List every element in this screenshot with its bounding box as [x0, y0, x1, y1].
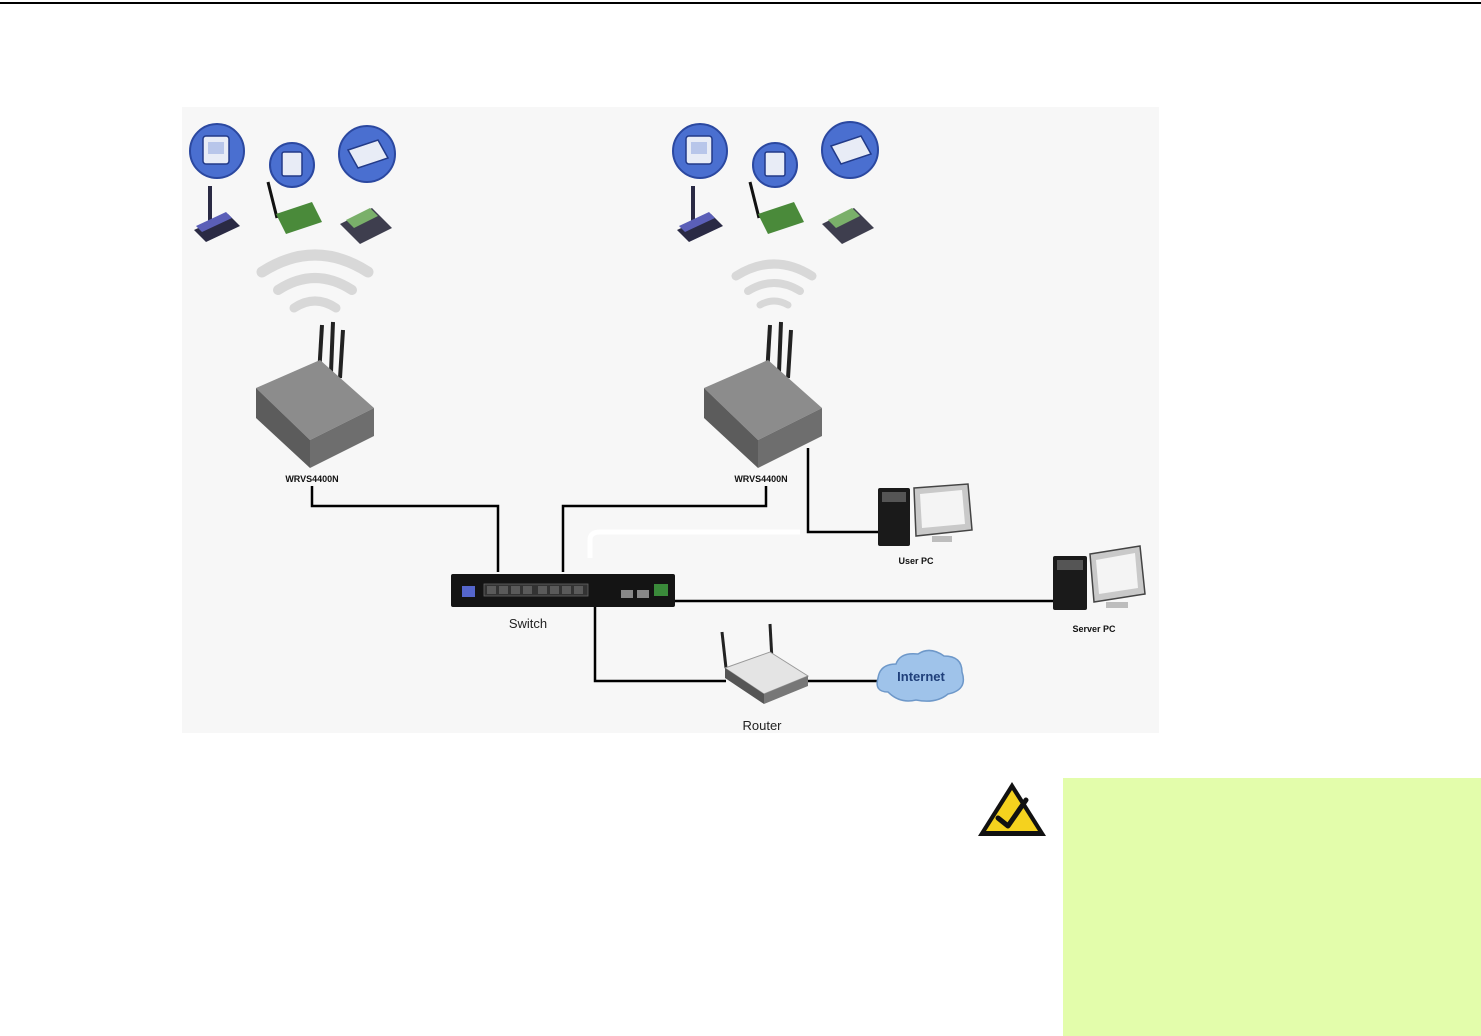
checkmark-warning-icon [976, 780, 1048, 838]
cable-ap-right-to-switch [563, 486, 766, 572]
right-client-devices [673, 122, 878, 244]
laptop-client-icon [339, 126, 395, 182]
user-pc-label: User PC [898, 556, 934, 566]
access-point-left [256, 322, 374, 468]
desktop-client-icon [190, 124, 244, 178]
pc-card-icon [340, 208, 392, 244]
wifi-signal-icon [736, 264, 812, 305]
access-point-right [704, 322, 822, 468]
pci-card-icon [268, 182, 322, 234]
router-device [722, 624, 808, 704]
pc-card-icon [822, 208, 874, 244]
desktop-client-icon [673, 124, 727, 178]
access-point-right-label: WRVS4400N [734, 474, 787, 484]
usb-adapter-icon [194, 186, 240, 242]
left-client-devices [190, 124, 395, 244]
pci-card-icon [750, 182, 804, 234]
internet-label: Internet [897, 669, 945, 684]
switch-label: Switch [509, 616, 547, 631]
cable-ap-right-to-user-pc [808, 448, 880, 532]
laptop-client-icon [822, 122, 878, 178]
cable-switch-to-router [595, 607, 726, 681]
usb-adapter-icon [677, 186, 723, 242]
server-pc-label: Server PC [1072, 624, 1116, 634]
server-pc-device [1053, 546, 1145, 610]
wireless-adapter-icon [270, 143, 314, 187]
wifi-signal-icon [262, 255, 368, 308]
switch-device [451, 574, 675, 607]
cable-ap-left-to-switch [312, 486, 498, 572]
network-cables [312, 448, 1054, 681]
wireless-adapter-icon [753, 143, 797, 187]
note-panel [1063, 778, 1481, 1036]
access-point-left-label: WRVS4400N [285, 474, 338, 484]
user-pc-device [878, 484, 972, 546]
router-label: Router [742, 718, 782, 733]
